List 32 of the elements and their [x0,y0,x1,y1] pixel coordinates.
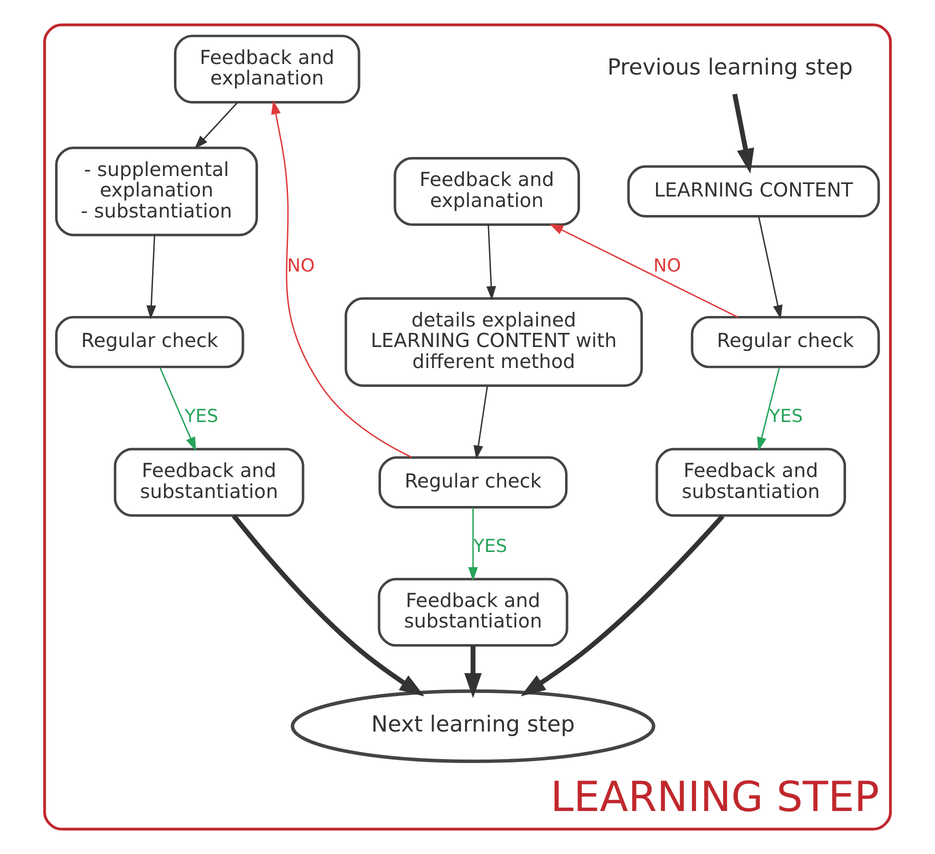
arrow [146,235,156,320]
edge-label: YES [184,406,218,428]
node-box: Feedback and explanation [174,34,360,104]
node-box: Regular check [55,316,244,368]
arrow [468,508,478,581]
node-box: Feedback and substantiation [656,448,846,517]
edge-label: NO [653,255,681,276]
node-ellipse: Next learning step [290,689,656,764]
node-box: LEARNING CONTENT [627,165,880,218]
node-box: Regular check [378,456,568,508]
edge-label: YES [473,536,508,557]
node-box: Feedback and explanation [394,157,580,226]
arrow [549,224,738,318]
node-box: Feedback and substantiation [378,578,568,647]
node-box: Feedback and substantiation [114,448,304,517]
arrow [474,386,488,460]
node-box: details explained LEARNING CONTENT with different method [344,297,643,387]
arrow [271,100,412,458]
arrow [464,646,482,698]
arrow [159,367,196,451]
arrow [732,94,754,174]
node-text: Previous learning step [607,54,853,80]
node-box: Regular check [690,316,880,368]
arrow [757,367,780,452]
arrow [758,216,783,320]
arrow [486,224,496,300]
arrow [194,102,238,150]
node-box: - supplemental explanation - substantiation [55,146,258,236]
arrow [520,514,724,696]
edge-label: YES [769,406,803,428]
arrow [232,514,424,696]
edge-label: NO [287,255,315,276]
